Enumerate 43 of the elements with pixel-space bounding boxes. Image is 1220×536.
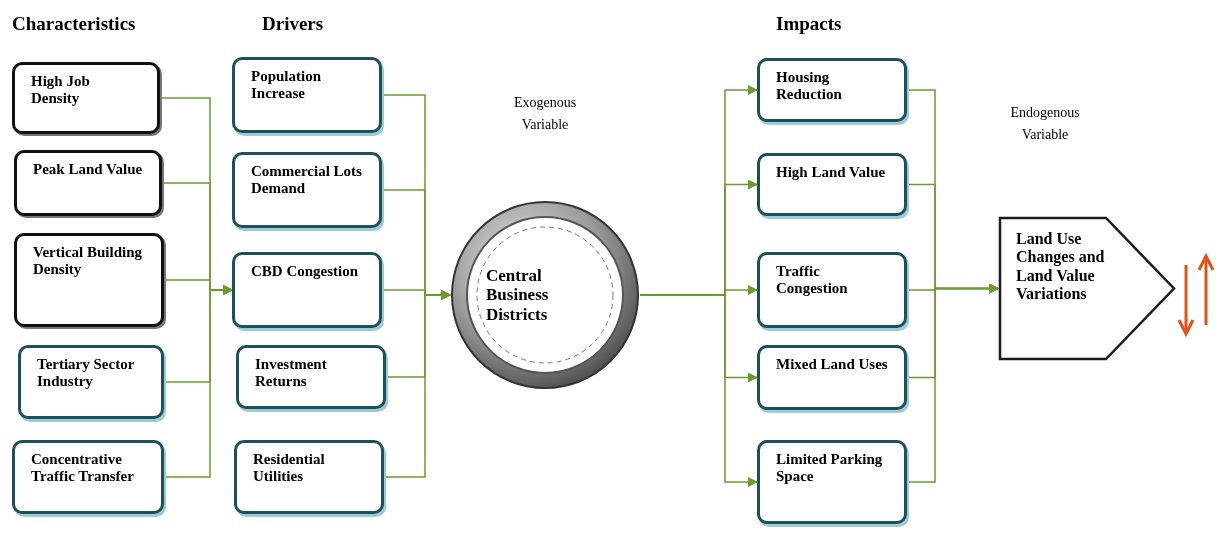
rounded-box (14, 233, 164, 327)
node-label: High Job Density (31, 73, 91, 108)
rounded-box (757, 440, 907, 524)
column-heading: Impacts (776, 12, 842, 36)
rounded-box (232, 252, 382, 328)
ring-circle (450, 200, 640, 390)
pentagon-arrow-box (998, 216, 1176, 361)
node-label: Residential Utilities (253, 451, 326, 486)
connector-arrow (383, 290, 451, 478)
node-label: Population Increase (251, 68, 323, 103)
column-heading: Characteristics (12, 12, 136, 36)
node-label: Commercial Lots Demand (251, 163, 363, 198)
node-label: Tertiary Sector Industry (37, 356, 136, 391)
rounded-box (18, 345, 164, 419)
rounded-box (757, 345, 907, 410)
rounded-box (232, 57, 382, 133)
rounded-box (12, 440, 164, 514)
rounded-box (12, 62, 160, 134)
node-label: High Land Value (776, 164, 887, 182)
column-heading: Drivers (262, 12, 324, 36)
connector-arrow (639, 294, 758, 487)
node-label: Limited Parking Space (776, 451, 884, 486)
rounded-box (757, 58, 907, 122)
node-label: Central Business Districts (486, 265, 550, 325)
rounded-box (757, 252, 907, 328)
rounded-box (234, 440, 384, 514)
variable-note: Exogenous Variable (512, 94, 578, 135)
variable-note: Endogenous Variable (1009, 104, 1081, 145)
node-label: Traffic Congestion (776, 263, 849, 298)
connector-arrow (163, 285, 233, 478)
node-label: Investment Returns (255, 356, 328, 391)
rounded-box (757, 153, 907, 216)
rounded-box (14, 150, 162, 216)
node-label: Peak Land Value (33, 161, 143, 179)
rounded-box (236, 345, 386, 409)
node-label: Vertical Building Density (33, 244, 144, 279)
node-label: Mixed Land Uses (776, 356, 888, 374)
node-label: Housing Reduction (776, 69, 843, 104)
node-label: Concentrative Traffic Transfer (31, 451, 135, 486)
node-label: Land Use Changes and Land Value Variations (1016, 230, 1106, 304)
node-label: CBD Congestion (251, 263, 360, 281)
rounded-box (232, 152, 382, 228)
connector-arrow (906, 283, 999, 483)
